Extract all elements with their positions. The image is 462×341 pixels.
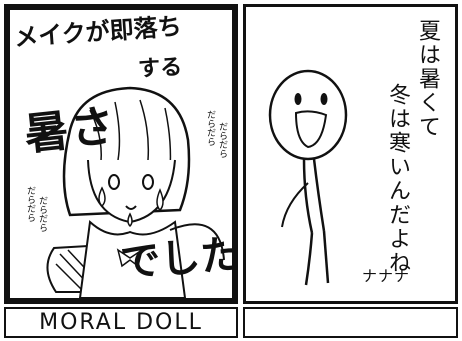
- punchline-text: でした: [118, 231, 238, 287]
- dialogue-line-2: 冬は寒いんだよね: [385, 83, 410, 275]
- laugh-text: ナナナ: [362, 267, 411, 285]
- left-panel: メイクが即落ち する 暑さ でした だらだら だらだら だらだら だらだら: [4, 4, 238, 304]
- sweat-sfx-3: だらだら: [25, 186, 35, 222]
- caption-moral-doll: MORAL DOLL: [4, 307, 238, 338]
- sweating-girl-illustration: [46, 86, 225, 298]
- heat-word: 暑さ: [22, 100, 119, 161]
- right-panel: 夏は暑くて 冬は寒いんだよね ナナナ: [243, 4, 458, 304]
- sweat-sfx-2: だらだら: [217, 122, 227, 158]
- sweat-sfx-1: だらだら: [205, 110, 215, 146]
- panel-title-line-2: する: [137, 54, 183, 83]
- sweat-sfx-4: だらだら: [37, 196, 47, 232]
- dialogue-line-1: 夏は暑くて: [415, 19, 440, 139]
- stick-figure-illustration: [268, 69, 348, 286]
- caption-blank: [243, 307, 458, 338]
